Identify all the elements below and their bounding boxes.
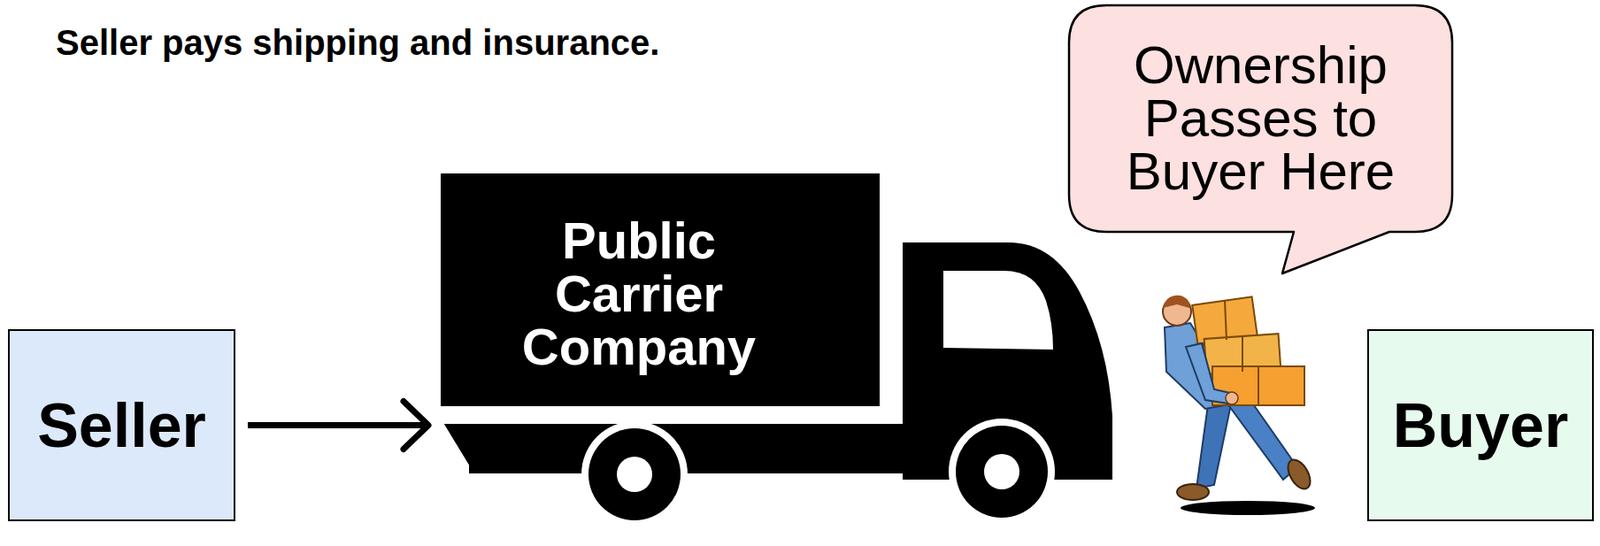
node-label: Ownership Passes to Buyer Here bbox=[1115, 38, 1408, 199]
arrow-head bbox=[403, 401, 429, 450]
arrow-line bbox=[247, 422, 426, 429]
node-label: Public Carrier Company bbox=[497, 214, 781, 374]
hand bbox=[1225, 392, 1239, 405]
flow-arrow bbox=[247, 401, 429, 450]
wheel-arch bbox=[581, 421, 688, 528]
hair bbox=[1162, 295, 1190, 308]
node-label: Seller bbox=[37, 390, 207, 462]
shoe bbox=[1283, 455, 1315, 493]
wheel bbox=[955, 425, 1048, 518]
speech-bubble bbox=[1069, 5, 1453, 274]
title: Seller pays shipping and insurance. bbox=[55, 21, 660, 64]
shoe bbox=[1176, 484, 1209, 500]
legs bbox=[1196, 398, 1232, 489]
wheel-hub bbox=[616, 456, 653, 493]
wheel bbox=[588, 428, 681, 521]
truck-window bbox=[943, 270, 1054, 350]
shadow bbox=[1180, 500, 1316, 516]
seller-box: Seller bbox=[7, 329, 236, 522]
buyer-box: Buyer bbox=[1367, 329, 1594, 522]
arm bbox=[1185, 343, 1231, 404]
node-label: Buyer bbox=[1392, 390, 1569, 462]
wheel-arch bbox=[948, 418, 1055, 525]
truck-chassis bbox=[444, 423, 475, 474]
wheel-hub bbox=[984, 453, 1020, 490]
speech-bubble-text: Ownership Passes to Buyer Here bbox=[1069, 5, 1453, 232]
carrier-box: Public Carrier Company bbox=[440, 173, 880, 407]
legs bbox=[1224, 396, 1298, 480]
